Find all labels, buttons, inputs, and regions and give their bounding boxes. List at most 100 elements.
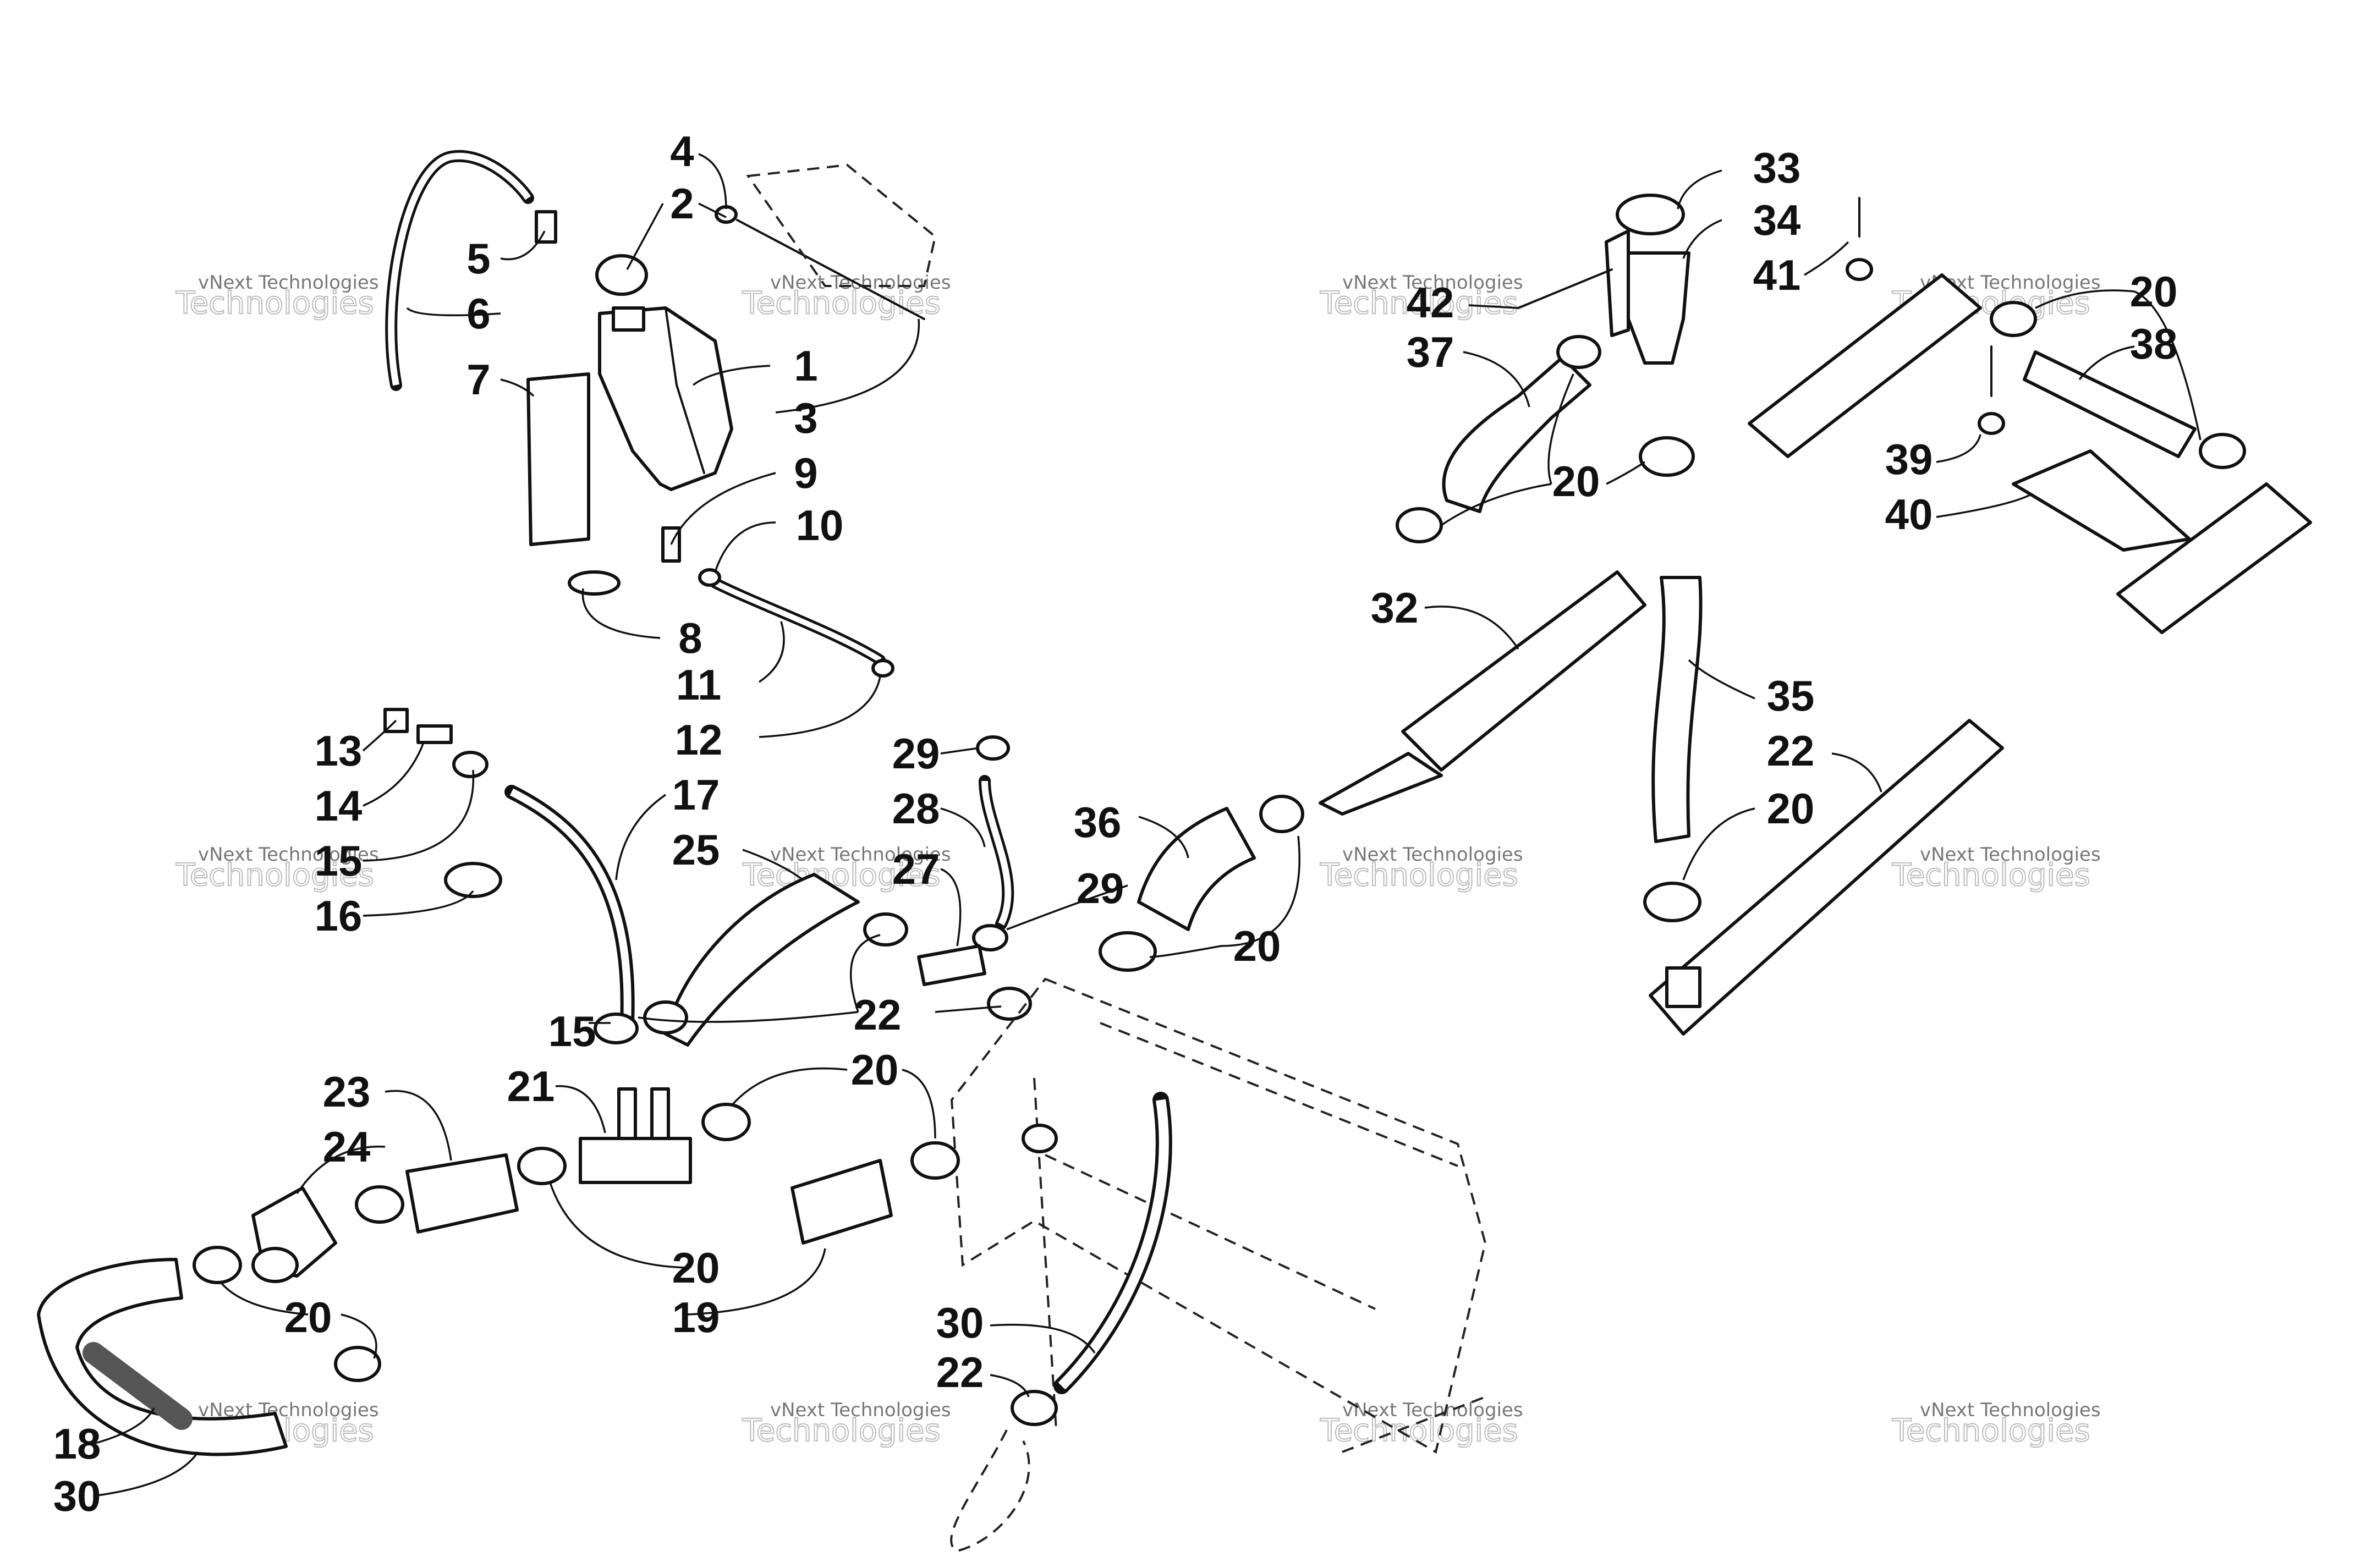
leader-line xyxy=(1424,606,1519,650)
callout-number: 29 xyxy=(892,729,940,778)
callout-labels: 4 2 5 6 7 1 3 9 10 8 11 12 33 34 41 42 3… xyxy=(53,127,2178,1520)
leader-line xyxy=(363,742,425,807)
leader-line xyxy=(385,1090,452,1161)
hose-clamp xyxy=(1099,931,1157,972)
leader-line xyxy=(1138,816,1189,859)
callout-number: 16 xyxy=(315,892,363,940)
watermark-text: vNext Technologies xyxy=(198,844,379,866)
hose-clamp xyxy=(987,987,1032,1021)
callout-number: 19 xyxy=(672,1293,720,1341)
parts-artwork xyxy=(37,150,2312,1553)
leader-lines xyxy=(93,153,2202,1497)
callout-number: 34 xyxy=(1753,196,1801,244)
hose-nipple xyxy=(1022,1124,1058,1153)
hose-clamp xyxy=(1639,436,1695,477)
heat-exchanger-lower xyxy=(1649,719,2004,1036)
callout-number: 20 xyxy=(2130,267,2178,316)
leader-line xyxy=(615,794,666,881)
watermark-text-large: Technologies xyxy=(175,285,374,321)
callout-number: 37 xyxy=(1407,328,1454,376)
watermark-text: vNext Technologies xyxy=(1342,1399,1523,1421)
leader-line xyxy=(1804,241,1849,276)
callout-number: 29 xyxy=(1077,864,1124,912)
watermark-text-large: Technologies xyxy=(1892,857,2090,893)
hose-clamp xyxy=(1011,1390,1058,1426)
reservoir-tank-edge xyxy=(665,307,705,474)
leader-line xyxy=(698,153,727,210)
reservoir-neck xyxy=(612,306,645,332)
exchanger-bracket xyxy=(2116,482,2312,634)
hose-clamp xyxy=(1556,335,1601,369)
callout-number: 24 xyxy=(323,1123,371,1171)
callout-number: 32 xyxy=(1371,584,1419,632)
leader-line xyxy=(1006,884,1128,931)
callout-number: 30 xyxy=(53,1472,101,1520)
watermark-text: vNext Technologies xyxy=(770,1399,951,1421)
leader-line xyxy=(638,1011,859,1023)
leader-line xyxy=(731,1067,848,1107)
leader-line xyxy=(940,747,980,755)
callout-number: 17 xyxy=(672,771,720,819)
leader-line xyxy=(940,807,986,848)
leader-line xyxy=(555,1085,606,1134)
leader-line xyxy=(902,1069,936,1139)
tunnel-outline xyxy=(1100,1022,1458,1167)
tunnel-outline xyxy=(1342,1396,1486,1453)
leader-line xyxy=(1682,807,1755,881)
leader-line xyxy=(549,1182,688,1269)
bleed-hose xyxy=(504,785,635,1030)
hose-clamp xyxy=(334,1346,381,1382)
callout-number: 22 xyxy=(1767,727,1815,775)
leader-line xyxy=(935,1005,1002,1013)
connector-hose xyxy=(2023,350,2197,458)
leader-line xyxy=(500,230,546,261)
watermark-text: vNext Technologies xyxy=(1342,844,1523,866)
leader-line xyxy=(1463,351,1530,408)
callout-number: 40 xyxy=(1885,490,1933,538)
callout-number: 36 xyxy=(1074,798,1122,846)
watermark: Technologies vNext Technologies xyxy=(175,272,379,322)
overflow-hose xyxy=(385,150,534,391)
callout-number: 38 xyxy=(2130,320,2178,368)
heat-exchanger-hose xyxy=(1137,807,1256,931)
hose-clamp xyxy=(2199,433,2246,469)
pressure-cap xyxy=(1616,194,1685,235)
drain-hose-inner xyxy=(713,580,882,663)
leader-line xyxy=(363,769,475,862)
leader-line xyxy=(1149,945,1222,958)
callout-number: 6 xyxy=(466,289,490,338)
watermark-text: vNext Technologies xyxy=(198,272,379,294)
hose-clamp xyxy=(1990,301,2037,337)
watermark-text-large: Technologies xyxy=(742,1413,941,1449)
leader-line xyxy=(1936,434,1981,463)
callout-number: 5 xyxy=(466,234,490,283)
leader-line xyxy=(93,1451,199,1497)
watermark-text-large: Technologies xyxy=(742,285,941,321)
heat-exchanger-upper xyxy=(1401,570,1646,772)
leader-line xyxy=(1688,659,1755,700)
hose-clamp xyxy=(972,924,1008,951)
leader-line xyxy=(626,203,664,270)
heat-exchanger-left xyxy=(1748,273,1982,458)
coolant-decal xyxy=(526,372,590,546)
callout-number: 9 xyxy=(794,449,817,497)
return-hose-inner xyxy=(1058,1099,1169,1390)
watermark-text: vNext Technologies xyxy=(1920,1399,2101,1421)
leader-line xyxy=(219,1280,309,1316)
watermark-text: vNext Technologies xyxy=(770,272,951,294)
callout-number: 14 xyxy=(315,782,363,830)
exchanger-nipple xyxy=(1665,966,1701,1008)
tank-strap xyxy=(568,570,621,596)
small-coolant-hose-inner xyxy=(981,780,1012,926)
watermark: Technologies vNext Technologies xyxy=(1319,1399,1523,1449)
callout-number: 35 xyxy=(1767,672,1815,720)
leader-line xyxy=(296,1146,386,1194)
watermark: Technologies vNext Technologies xyxy=(1319,844,1523,894)
watermark: Technologies vNext Technologies xyxy=(742,272,951,322)
hose-clamp xyxy=(976,735,1010,761)
leader-line xyxy=(500,378,535,397)
leader-line xyxy=(1441,483,1552,526)
leader-line xyxy=(849,934,881,1013)
leader-line xyxy=(687,1248,826,1316)
leader-line xyxy=(1682,219,1722,259)
